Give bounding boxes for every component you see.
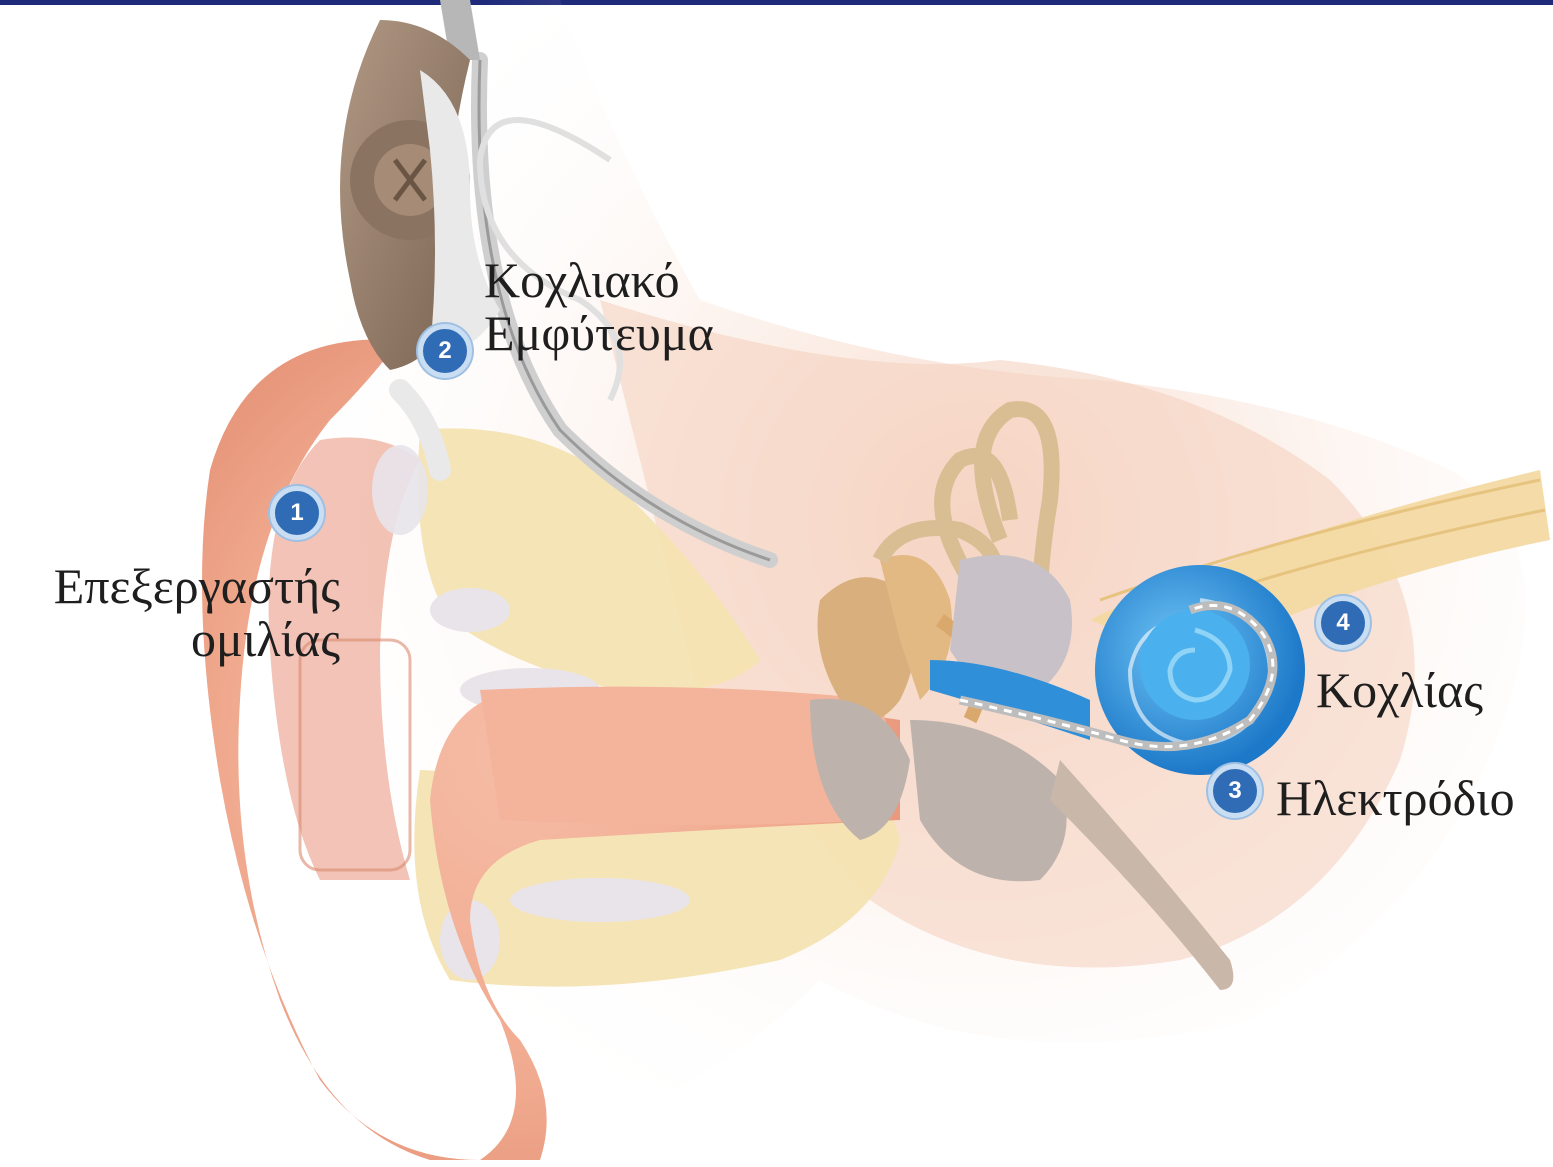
label-cochlear-implant: Κοχλιακό Εμφύτευμα xyxy=(484,254,714,359)
badge-1: 1 xyxy=(270,486,324,540)
badge-2: 2 xyxy=(418,324,472,378)
badge-3: 3 xyxy=(1208,764,1262,818)
label-speech-processor-line1: Επεξεργαστής xyxy=(10,560,340,613)
label-cochlear-implant-line2: Εμφύτευμα xyxy=(484,307,714,360)
badge-4: 4 xyxy=(1316,596,1370,650)
label-cochlear-implant-line1: Κοχλιακό xyxy=(484,254,714,307)
label-speech-processor-line2: ομιλίας xyxy=(10,613,340,666)
label-cochlea: Κοχλίας xyxy=(1316,664,1483,717)
label-electrode: Ηλεκτρόδιο xyxy=(1276,772,1515,825)
label-speech-processor: Επεξεργαστής ομιλίας xyxy=(10,560,340,665)
